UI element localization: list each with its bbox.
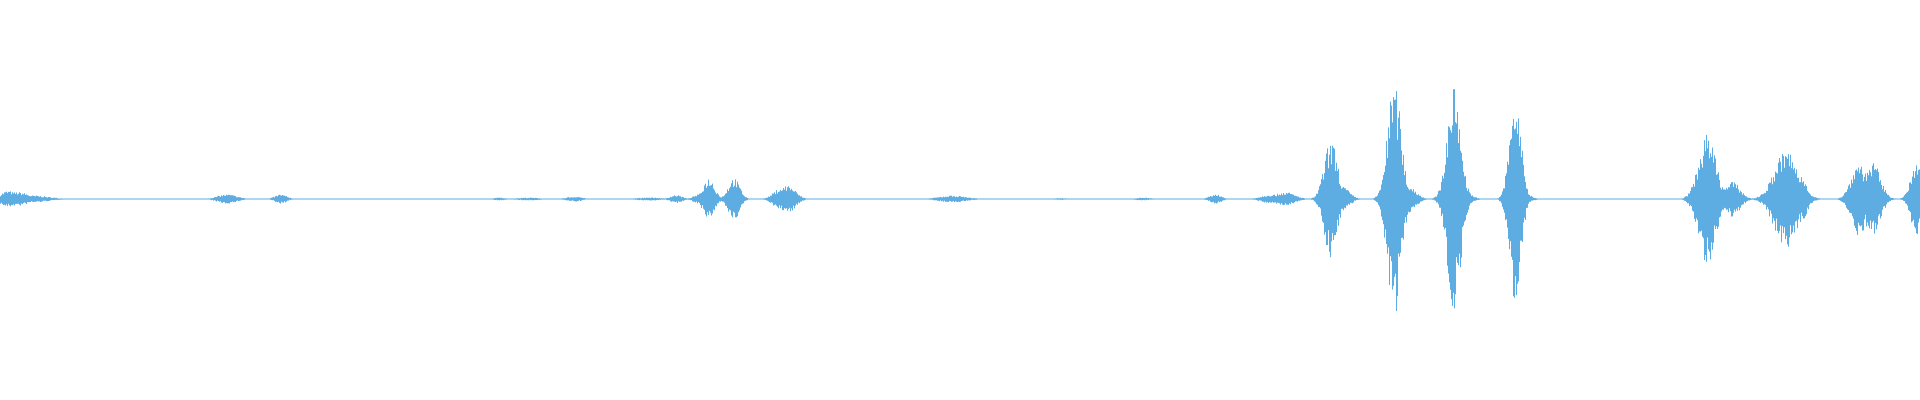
waveform-signal <box>0 89 1920 311</box>
waveform-path <box>0 89 1920 311</box>
